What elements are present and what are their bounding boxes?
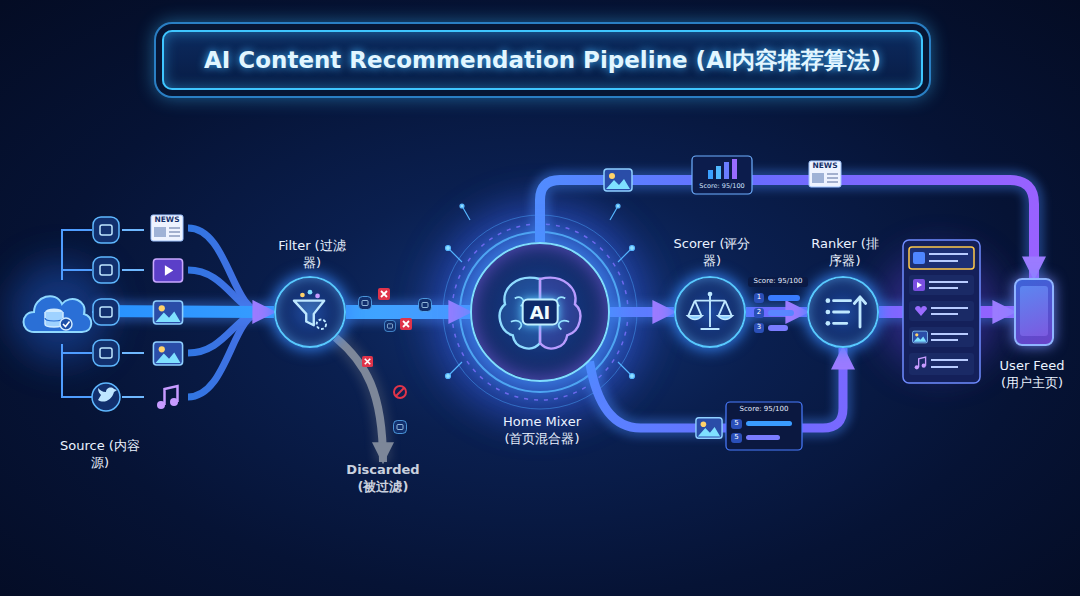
source-type-icons — [92, 217, 120, 411]
title-text: AI Content Recommendation Pipeline (AI内容… — [164, 32, 921, 88]
mixer-circle: AIHome Mixer (首页混合器) — [470, 242, 610, 382]
bird-icon — [92, 383, 120, 411]
callout-number: 5 — [731, 433, 742, 443]
node-label: Home Mixer (首页混合器) — [492, 414, 592, 448]
user-feed-phone: User Feed (用户主页) — [1014, 278, 1054, 346]
arrow-glow — [336, 338, 384, 463]
node-label: Discarded (被过滤) — [335, 462, 431, 496]
flow-arrow — [590, 348, 844, 428]
callout-number: 3 — [754, 323, 764, 333]
arrow-glow — [746, 302, 807, 322]
scorer-circle: Scorer (评分器) — [674, 276, 746, 348]
node-label: Scorer (评分器) — [673, 236, 751, 270]
callout-number: 2 — [754, 308, 764, 318]
arrow-line — [610, 307, 674, 317]
bird-glyph — [98, 388, 117, 402]
discarded-sink: Discarded (被过滤) — [335, 462, 431, 496]
top-route-icons — [604, 156, 841, 194]
music-icon — [157, 386, 178, 409]
scorer-output-rows — [768, 295, 800, 331]
source-cloud: Source (内容源) — [18, 278, 94, 344]
icon-caption: Score: 95/100 — [729, 405, 799, 415]
node-label: User Feed (用户主页) — [989, 358, 1075, 392]
icon-caption: Score: 95/100 — [692, 182, 752, 191]
content-icons — [151, 215, 183, 409]
node-label: Ranker (排序器) — [806, 236, 884, 270]
feed-icon — [93, 257, 119, 283]
arrow-line — [540, 180, 1034, 278]
title-frame: AI Content Recommendation Pipeline (AI内容… — [162, 30, 923, 90]
flow-arrow — [540, 180, 1034, 278]
node-label: Source (内容源) — [60, 438, 140, 472]
video-icon — [153, 259, 182, 282]
feed-icon — [93, 299, 119, 325]
callout-number: 1 — [754, 293, 764, 303]
ranker-circle: Ranker (排序器) — [807, 276, 879, 348]
arrow-line — [590, 348, 844, 428]
arrow-glow — [879, 301, 1014, 323]
flow-arrow — [94, 311, 274, 312]
image-icon — [153, 342, 182, 365]
news-icon — [151, 215, 183, 241]
icon-caption: NEWS — [808, 161, 842, 171]
chip-text: AI — [522, 299, 559, 326]
feed-icon — [93, 217, 119, 243]
filter-circle: Filter (过滤器) — [274, 276, 346, 348]
callout-number: 5 — [731, 419, 742, 429]
arrow-glow — [540, 180, 1034, 278]
arrow-line — [746, 307, 807, 317]
node-label: Filter (过滤器) — [274, 238, 350, 272]
flow-arrow — [610, 312, 674, 313]
arrow-glow — [610, 302, 674, 322]
icon-caption: NEWS — [150, 215, 184, 225]
arrow-line — [336, 338, 384, 463]
arrow-glow — [94, 311, 274, 312]
arrow-glow — [590, 348, 844, 428]
flow-arrow — [346, 312, 470, 313]
feed-icon — [93, 340, 119, 366]
feed-panel — [903, 240, 980, 383]
image-icon — [153, 301, 182, 324]
bottom-route-icons — [696, 402, 802, 450]
icon-caption: Score: 95/100 — [748, 277, 808, 287]
arrow-line — [94, 311, 274, 312]
mixer-rings — [443, 215, 637, 409]
filter-debris — [359, 288, 432, 434]
flow-arrow — [336, 338, 384, 463]
